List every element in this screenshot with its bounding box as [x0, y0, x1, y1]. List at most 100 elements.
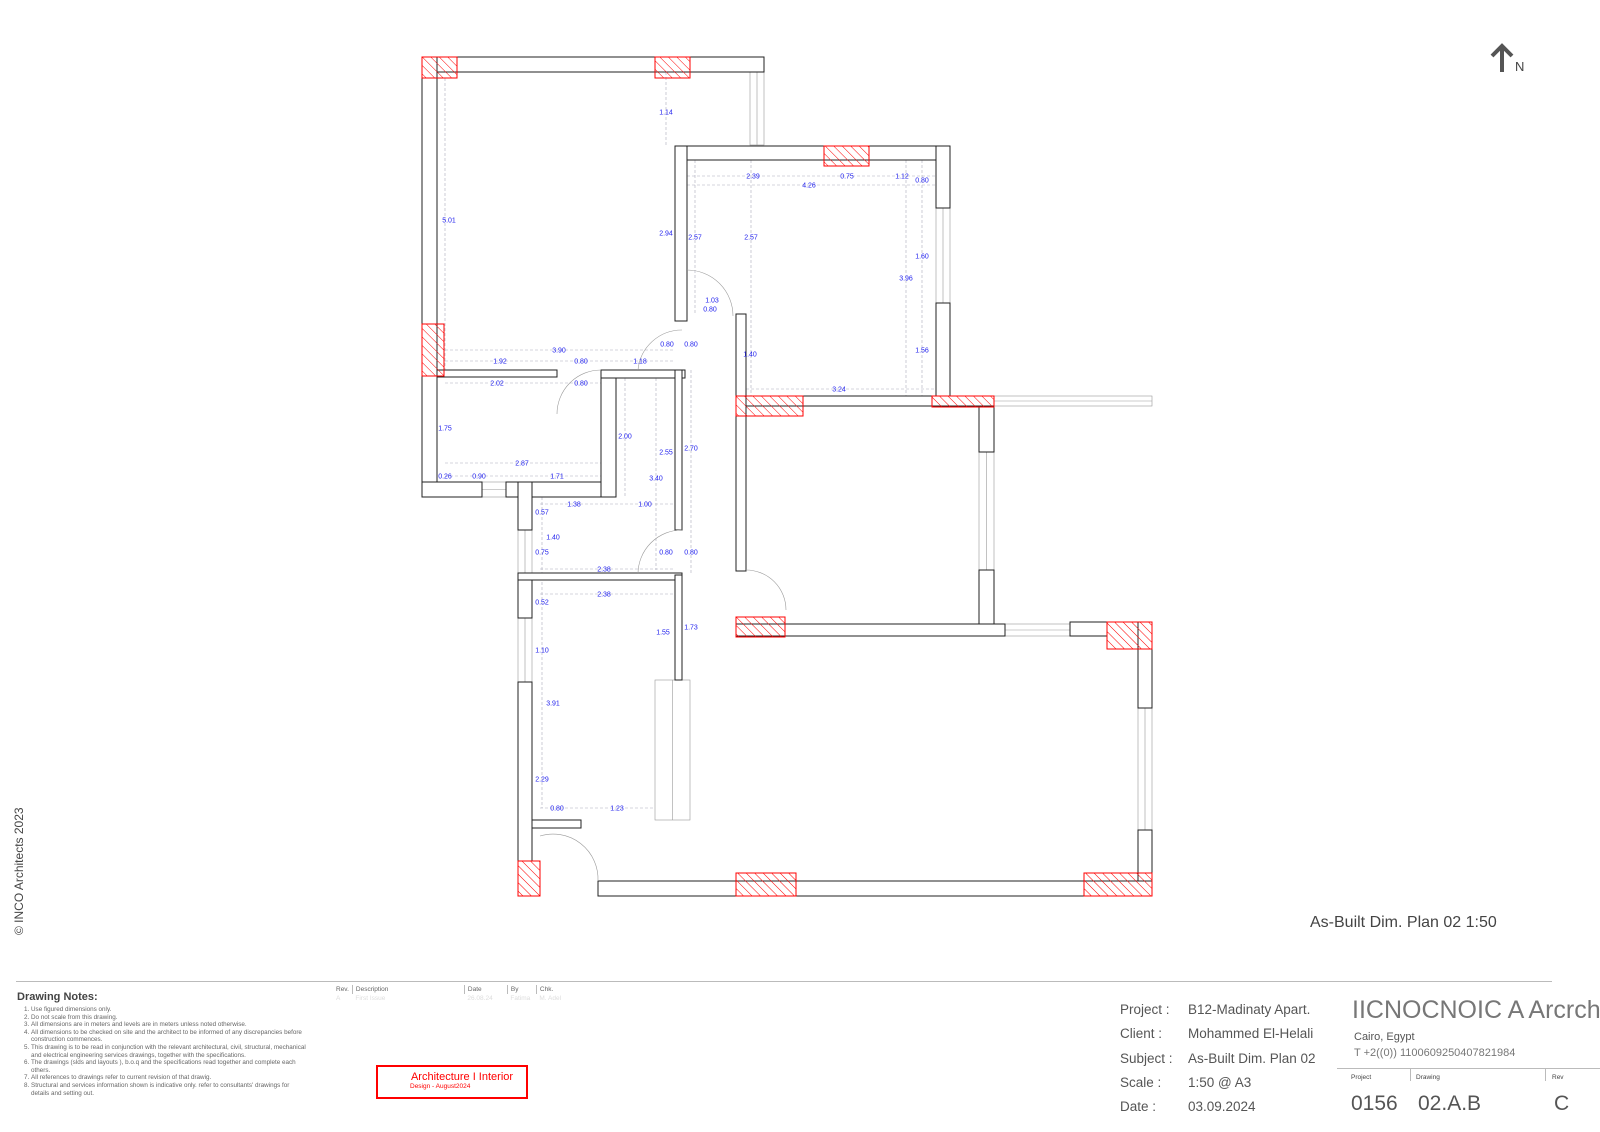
door-swing — [637, 529, 683, 575]
dimension-label: 3.40 — [649, 476, 663, 483]
north-arrow-icon: N — [1488, 40, 1538, 80]
date-cell: 26.08.24 — [467, 995, 493, 1002]
door-swing — [539, 833, 599, 882]
note-item: All dimensions to be checked on site and… — [31, 1029, 307, 1044]
description-cell: First Issue — [355, 995, 386, 1002]
wall — [517, 572, 683, 581]
date-value: 03.09.2024 — [1188, 1099, 1256, 1115]
firm-logo: IICNOCNOIC A Arcrchi — [1352, 996, 1600, 1024]
dimension-label: 0.52 — [535, 600, 549, 607]
dimension-label: 2.57 — [688, 235, 702, 242]
wall — [421, 56, 765, 73]
dimension-label: 5.01 — [442, 218, 456, 225]
dimension-label: 1.00 — [638, 502, 652, 509]
sheet-drawing-number: 02.A.B — [1418, 1092, 1482, 1115]
wall — [935, 145, 951, 209]
structural-column — [654, 56, 691, 79]
dimension-label: 1.23 — [610, 806, 624, 813]
note-item: This drawing is to be read in conjunctio… — [31, 1044, 307, 1059]
dimension-label: 0.80 — [915, 178, 929, 185]
date-label: Date : — [1120, 1099, 1157, 1115]
note-item: All references to drawings refer to curr… — [31, 1074, 307, 1082]
dimension-label: 2.38 — [597, 592, 611, 599]
dimension-label: 1.92 — [493, 359, 507, 366]
dimension-label: 0.57 — [535, 510, 549, 517]
project-info: Project :B12-Madinaty Apart. Client :Moh… — [1120, 998, 1316, 1119]
dimension-label: 0.90 — [472, 474, 486, 481]
dimension-label: 0.26 — [438, 474, 452, 481]
note-item: Use figured dimensions only. — [31, 1006, 307, 1014]
dimension-label: 1.60 — [915, 254, 929, 261]
dimension-label: 0.80 — [660, 342, 674, 349]
dimension-label: 2.02 — [490, 381, 504, 388]
by-cell: Fatima — [510, 995, 531, 1002]
dimension-label: 3.24 — [832, 387, 846, 394]
revision-table: Rev. Description Date By Chk. A First Is… — [333, 985, 565, 1003]
project-label: Project : — [1120, 1002, 1170, 1017]
wall — [517, 481, 533, 531]
revision-row: A First Issue 26.08.24 Fatima M. Adel — [333, 994, 564, 1003]
sheet-project-label: Project — [1351, 1074, 1372, 1081]
scale-value: 1:50 @ A3 — [1188, 1074, 1252, 1090]
note-item: Structural and services information show… — [31, 1082, 307, 1097]
north-label: N — [1515, 59, 1525, 74]
dimension-label: 0.80 — [684, 342, 698, 349]
dimension-label: 3.96 — [899, 276, 913, 283]
structural-column — [735, 872, 797, 897]
dimension-label: 1.55 — [656, 630, 670, 637]
structural-column — [421, 323, 445, 377]
dimension-label: 1.73 — [684, 625, 698, 632]
door-swing — [686, 269, 734, 317]
firm-city: Cairo, Egypt — [1354, 1031, 1415, 1043]
dimension-label: 2.55 — [659, 450, 673, 457]
wall — [978, 405, 995, 453]
structural-column — [517, 860, 541, 897]
dimension-label: 3.91 — [546, 701, 560, 708]
description-header: Description — [351, 985, 465, 994]
dimension-label: 1.03 — [705, 298, 719, 305]
divider — [16, 981, 1552, 982]
dimension-label: 1.75 — [438, 426, 452, 433]
divider — [1545, 1068, 1546, 1081]
wall — [1069, 621, 1108, 637]
sheet-rev: C — [1554, 1092, 1570, 1115]
stamp-line1: Architecture I Interior — [410, 1071, 514, 1083]
dimension-label: 0.75 — [535, 550, 549, 557]
dimension-label: 1.10 — [535, 648, 549, 655]
note-item: Do not scale from this drawing. — [31, 1014, 307, 1022]
dimension-label: 2.38 — [597, 567, 611, 574]
wall — [674, 145, 951, 161]
structural-column — [735, 395, 804, 417]
notes-heading: Drawing Notes: — [17, 991, 98, 1003]
chk-cell: M. Adel — [539, 995, 562, 1002]
door-swing — [745, 569, 787, 611]
structural-column — [735, 616, 786, 638]
dimension-label: 1.56 — [915, 348, 929, 355]
scale-label: Scale : — [1120, 1074, 1162, 1090]
dimension-label: 2.29 — [535, 777, 549, 784]
door-swing — [556, 369, 602, 415]
dimension-label: 0.80 — [684, 550, 698, 557]
wall — [421, 481, 483, 498]
wall — [674, 145, 688, 322]
note-item: All dimensions are in meters and levels … — [31, 1021, 307, 1029]
dimension-label: 1.40 — [546, 535, 560, 542]
drawing-notes: Drawing Notes: Use figured dimensions on… — [17, 991, 307, 1097]
project-value: B12-Madinaty Apart. — [1188, 1002, 1311, 1017]
dimension-label: 1.71 — [550, 474, 564, 481]
note-item: The drawings (slds and layouts ), b.o.q … — [31, 1059, 307, 1074]
sheet-rev-label: Rev — [1552, 1074, 1564, 1081]
dimension-label: 0.80 — [574, 359, 588, 366]
stamp-line2: Design - August2024 — [410, 1083, 471, 1090]
wall — [674, 574, 683, 681]
dimension-label: 0.75 — [840, 174, 854, 181]
chk-header: Chk. — [535, 985, 565, 994]
plan-title: As-Built Dim. Plan 02 1:50 — [1310, 914, 1497, 931]
dimension-label: 1.14 — [659, 110, 673, 117]
dimension-label: 2.00 — [618, 434, 632, 441]
structural-column — [421, 56, 458, 79]
dimension-label: 1.38 — [567, 502, 581, 509]
dimension-label: 0.80 — [659, 550, 673, 557]
dimension-label: 3.90 — [552, 348, 566, 355]
